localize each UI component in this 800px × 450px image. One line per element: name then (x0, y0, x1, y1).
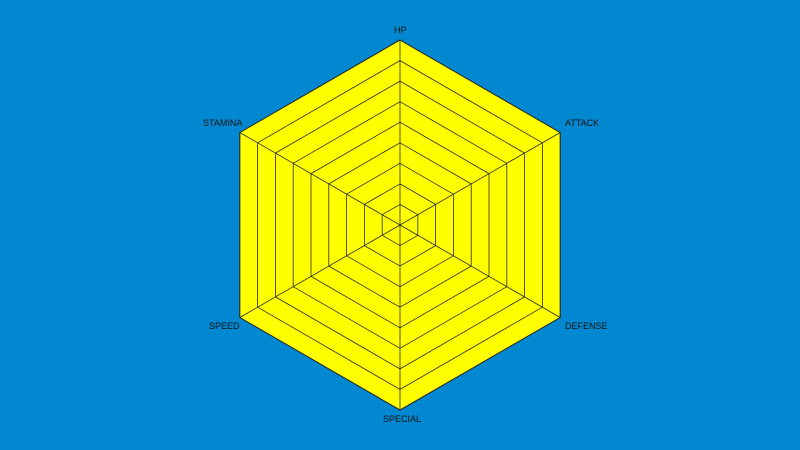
axis-label-defense: DEFENSE (565, 321, 608, 331)
axis-label-hp: HP (394, 25, 407, 35)
axis-label-speed: SPEED (209, 321, 240, 331)
radar-web (239, 39, 561, 411)
axis-label-stamina: STAMINA (203, 118, 243, 128)
radar-spoke-speed (239, 224, 401, 318)
radar-spoke-defense (399, 224, 561, 318)
axis-label-attack: ATTACK (565, 118, 600, 128)
axis-label-special: SPECIAL (383, 414, 422, 424)
radar-spoke-attack (399, 132, 561, 226)
radar-spoke-stamina (239, 132, 401, 226)
